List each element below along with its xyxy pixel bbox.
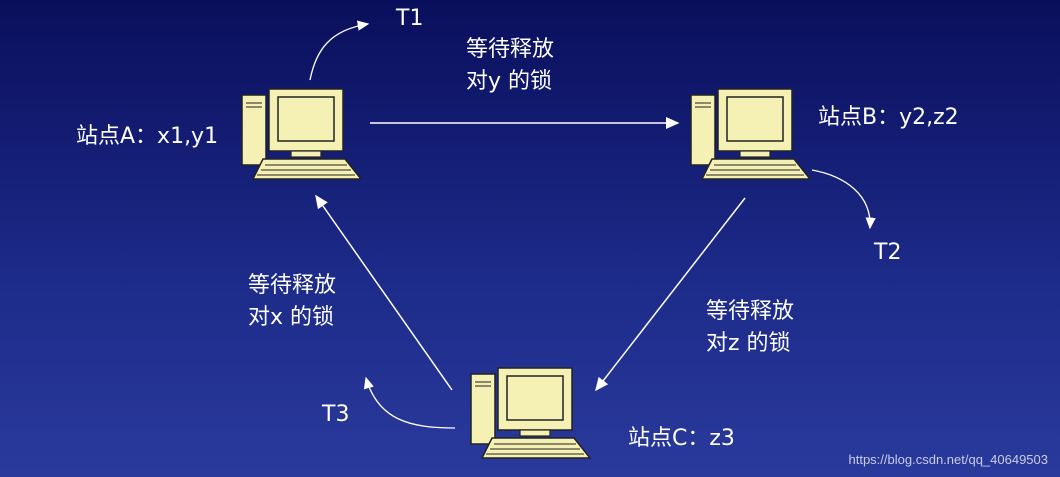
transaction-t2-label: T2 <box>874 240 902 265</box>
message-c-to-a-line2: 对x 的锁 <box>248 305 335 330</box>
computer-icon-site-a <box>241 87 363 183</box>
message-a-to-b-line1: 等待释放 <box>466 37 555 62</box>
message-c-to-a-line1: 等待释放 <box>248 273 337 298</box>
message-c-to-a: 等待释放 对x 的锁 <box>248 270 336 334</box>
message-a-to-b: 等待释放 对y 的锁 <box>466 34 554 98</box>
curve-t1 <box>309 20 370 81</box>
watermark-url: https://blog.csdn.net/qq_40649503 <box>848 452 1049 467</box>
arrow-c-to-a <box>315 194 453 391</box>
message-b-to-c-line1: 等待释放 <box>706 299 795 324</box>
site-a-label: 站点A：x1,y1 <box>76 124 219 149</box>
message-b-to-c: 等待释放 对z 的锁 <box>706 296 794 360</box>
computer-icon-site-b <box>690 87 812 183</box>
site-b-label: 站点B：y2,z2 <box>818 105 959 130</box>
curve-t2 <box>811 169 876 230</box>
transaction-t1-label: T1 <box>396 6 424 31</box>
curve-t3 <box>363 376 456 429</box>
transaction-t3-label: T3 <box>322 402 350 427</box>
message-a-to-b-line2: 对y 的锁 <box>466 69 553 94</box>
message-b-to-c-line2: 对z 的锁 <box>706 331 791 356</box>
computer-icon-site-c <box>470 366 592 462</box>
site-c-label: 站点C：z3 <box>628 426 735 451</box>
arrow-b-to-c <box>595 197 746 392</box>
